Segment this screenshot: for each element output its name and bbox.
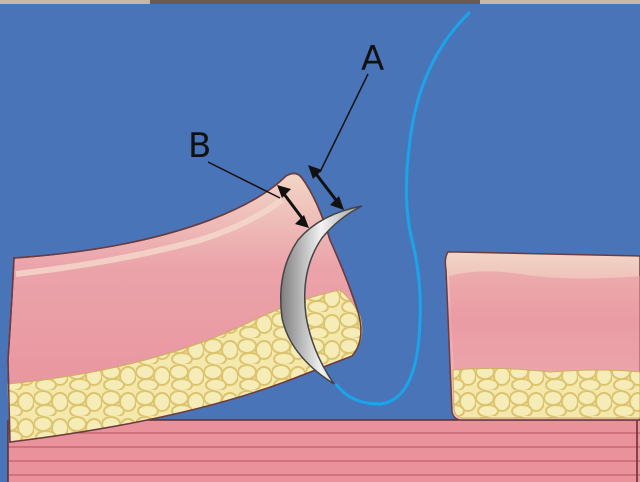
label-b: B — [188, 126, 211, 166]
label-a-leader — [320, 74, 368, 172]
top-strip-dark — [150, 0, 480, 4]
left-skin-flap — [8, 173, 362, 442]
label-b-leader — [208, 162, 280, 198]
muscle-layer — [8, 420, 640, 482]
right-dermis — [449, 271, 640, 372]
label-a: A — [361, 39, 384, 79]
right-fat-layer — [453, 368, 640, 418]
right-skin-flap — [445, 252, 640, 420]
